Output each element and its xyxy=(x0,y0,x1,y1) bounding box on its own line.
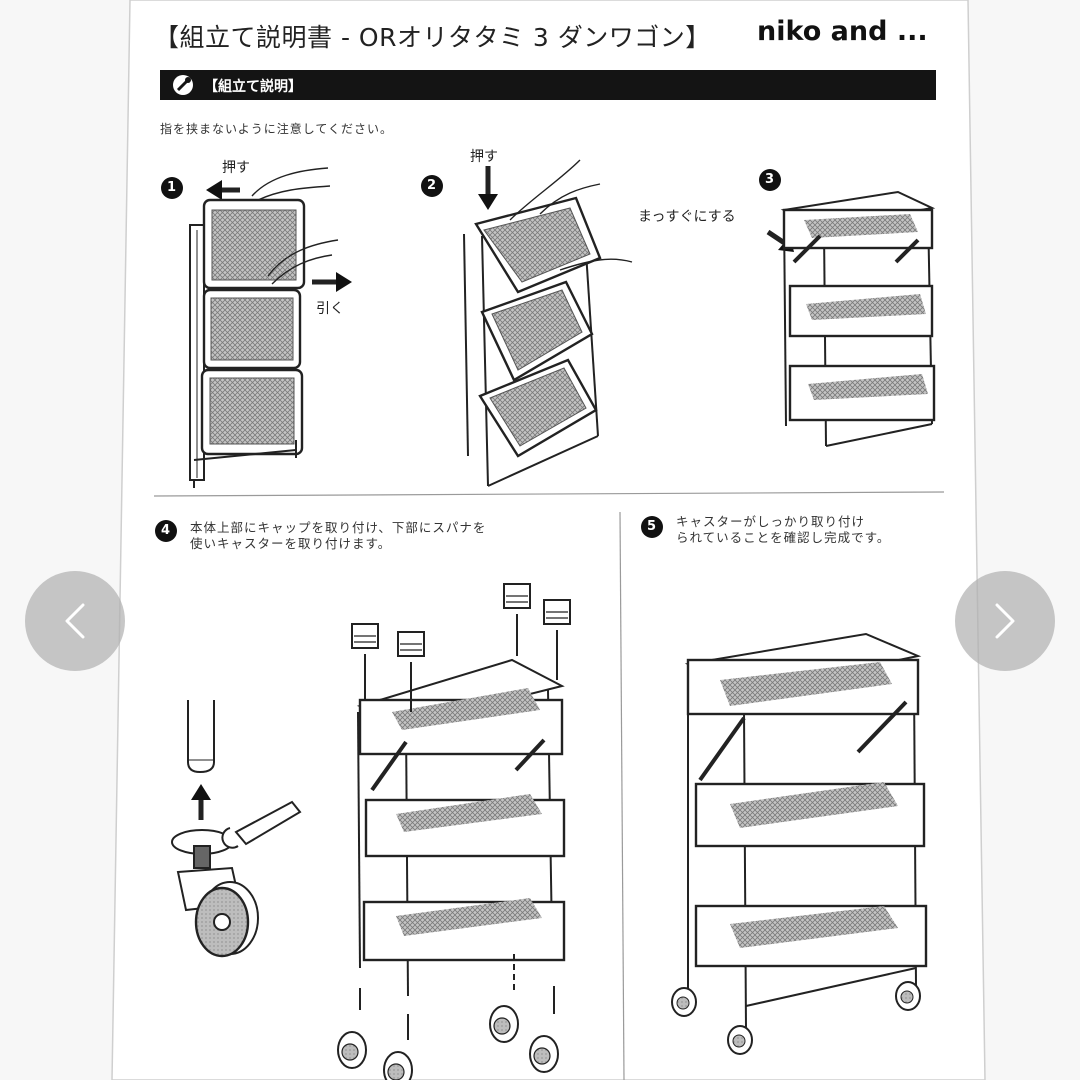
step4-caster-detail xyxy=(171,700,302,958)
step2-number: 2 xyxy=(427,178,437,193)
step3-illustration xyxy=(766,190,936,447)
step5-instructions: キャスターがしっかり取り付け られていることを確認し完成です。 xyxy=(676,514,890,546)
previous-image-button[interactable] xyxy=(25,571,125,671)
step4-line1: 本体上部にキャップを取り付け、下部にスパナを xyxy=(190,520,487,535)
brand-name: niko and ... xyxy=(757,16,928,47)
step1-pull-label: 引く xyxy=(316,301,344,317)
wrench-icon xyxy=(173,75,193,95)
step5-line2: られていることを確認し完成です。 xyxy=(676,530,891,545)
step3-label: まっすぐにする xyxy=(638,209,736,225)
chevron-left-icon xyxy=(65,603,85,639)
step4-wagon xyxy=(337,583,571,1080)
caution-text: 指を挟まないように注意してください。 xyxy=(160,122,394,136)
step1-illustration xyxy=(189,167,352,488)
step4-number: 4 xyxy=(161,523,171,538)
step5-number: 5 xyxy=(647,519,657,534)
step3-number: 3 xyxy=(765,172,775,187)
step1-push-label: 押す xyxy=(222,160,250,176)
step2-push-label: 押す xyxy=(470,149,498,165)
step-number-badges xyxy=(155,169,781,542)
step2-illustration xyxy=(463,159,633,487)
step4-instructions: 本体上部にキャップを取り付け、下部にスパナを 使いキャスターを取り付けます。 xyxy=(190,520,486,552)
section-header-bar: 【組立て説明】 xyxy=(160,70,936,100)
section-label: 【組立て説明】 xyxy=(204,79,302,95)
step4-line2: 使いキャスターを取り付けます。 xyxy=(190,536,392,551)
step5-line1: キャスターがしっかり取り付け xyxy=(676,514,866,529)
step5-wagon xyxy=(671,632,928,1055)
document-title: 【組立て説明書 - ORオリタタミ 3 ダンワゴン】 xyxy=(154,23,711,52)
next-image-button[interactable] xyxy=(955,571,1055,671)
chevron-right-icon xyxy=(995,603,1015,639)
step1-number: 1 xyxy=(167,180,177,195)
